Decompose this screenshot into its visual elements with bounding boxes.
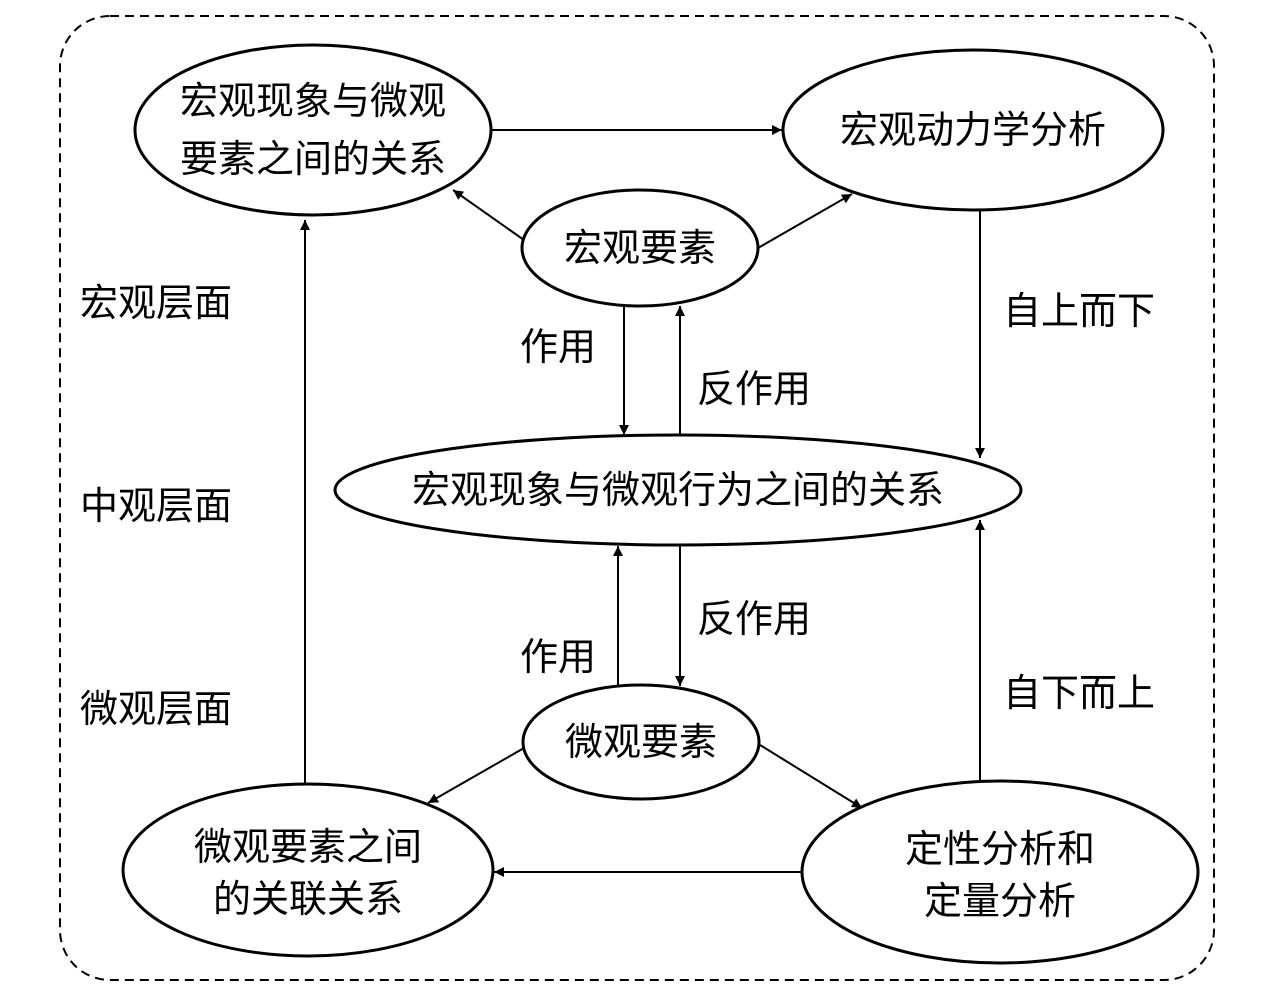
node-micro-elements: 微观要素 — [521, 683, 761, 801]
node-text-line-2: 定量分析 — [924, 879, 1076, 923]
ellipse-macro-elements — [520, 188, 760, 308]
edge-macro-elements-to-relation — [452, 189, 525, 241]
node-text-line-1: 微观要素 — [565, 720, 717, 764]
node-macro-micro-behavior-relation: 宏观现象与微观行为之间的关系 — [333, 433, 1023, 547]
ellipse-macro-micro-behavior-relation — [333, 433, 1023, 547]
node-text-line-1: 宏观动力学分析 — [840, 108, 1106, 152]
node-text-line-2: 的关联关系 — [213, 877, 403, 921]
node-text-line-1: 宏观现象与微观 — [180, 79, 446, 123]
outer-frame — [59, 15, 1215, 981]
edge-label-action-bottom: 作用 — [520, 635, 596, 679]
node-macro-micro-elements-relation: 宏观现象与微观 要素之间的关系 — [133, 43, 493, 217]
node-qualitative-quantitative: 定性分析和 定量分析 — [800, 779, 1200, 965]
node-micro-elements-association: 微观要素之间 的关联关系 — [121, 782, 495, 958]
node-text-line-1: 定性分析和 — [905, 827, 1095, 871]
node-text-line-2: 要素之间的关系 — [180, 137, 446, 181]
edge-macro-elements-to-dynamics — [757, 193, 853, 249]
edge-label-action-top: 作用 — [520, 325, 596, 369]
ellipse-micro-elements-association — [121, 782, 495, 958]
level-label-micro: 微观层面 — [80, 687, 232, 731]
level-label-meso: 中观层面 — [80, 484, 232, 528]
edge-label-top-down: 自上而下 — [1003, 289, 1155, 333]
edge-label-bottom-up: 自下而上 — [1003, 671, 1155, 715]
node-text-line-1: 宏观要素 — [564, 226, 716, 270]
ellipse-micro-elements — [521, 683, 761, 801]
ellipse-macro-dynamics — [781, 48, 1165, 212]
edge-label-reaction-top: 反作用 — [697, 367, 811, 411]
edge-label-reaction-bottom: 反作用 — [697, 597, 811, 641]
edge-micro-elements-to-analysis — [759, 744, 863, 809]
level-label-macro: 宏观层面 — [80, 281, 232, 325]
ellipse-macro-micro-elements-relation — [133, 43, 493, 217]
node-text-line-1: 微观要素之间 — [194, 825, 422, 869]
edge-micro-elements-to-association — [427, 747, 525, 804]
node-macro-dynamics: 宏观动力学分析 — [781, 48, 1165, 212]
node-macro-elements: 宏观要素 — [520, 188, 760, 308]
node-text-line-1: 宏观现象与微观行为之间的关系 — [412, 468, 944, 512]
ellipse-qualitative-quantitative — [800, 779, 1200, 965]
edges — [300, 125, 985, 877]
